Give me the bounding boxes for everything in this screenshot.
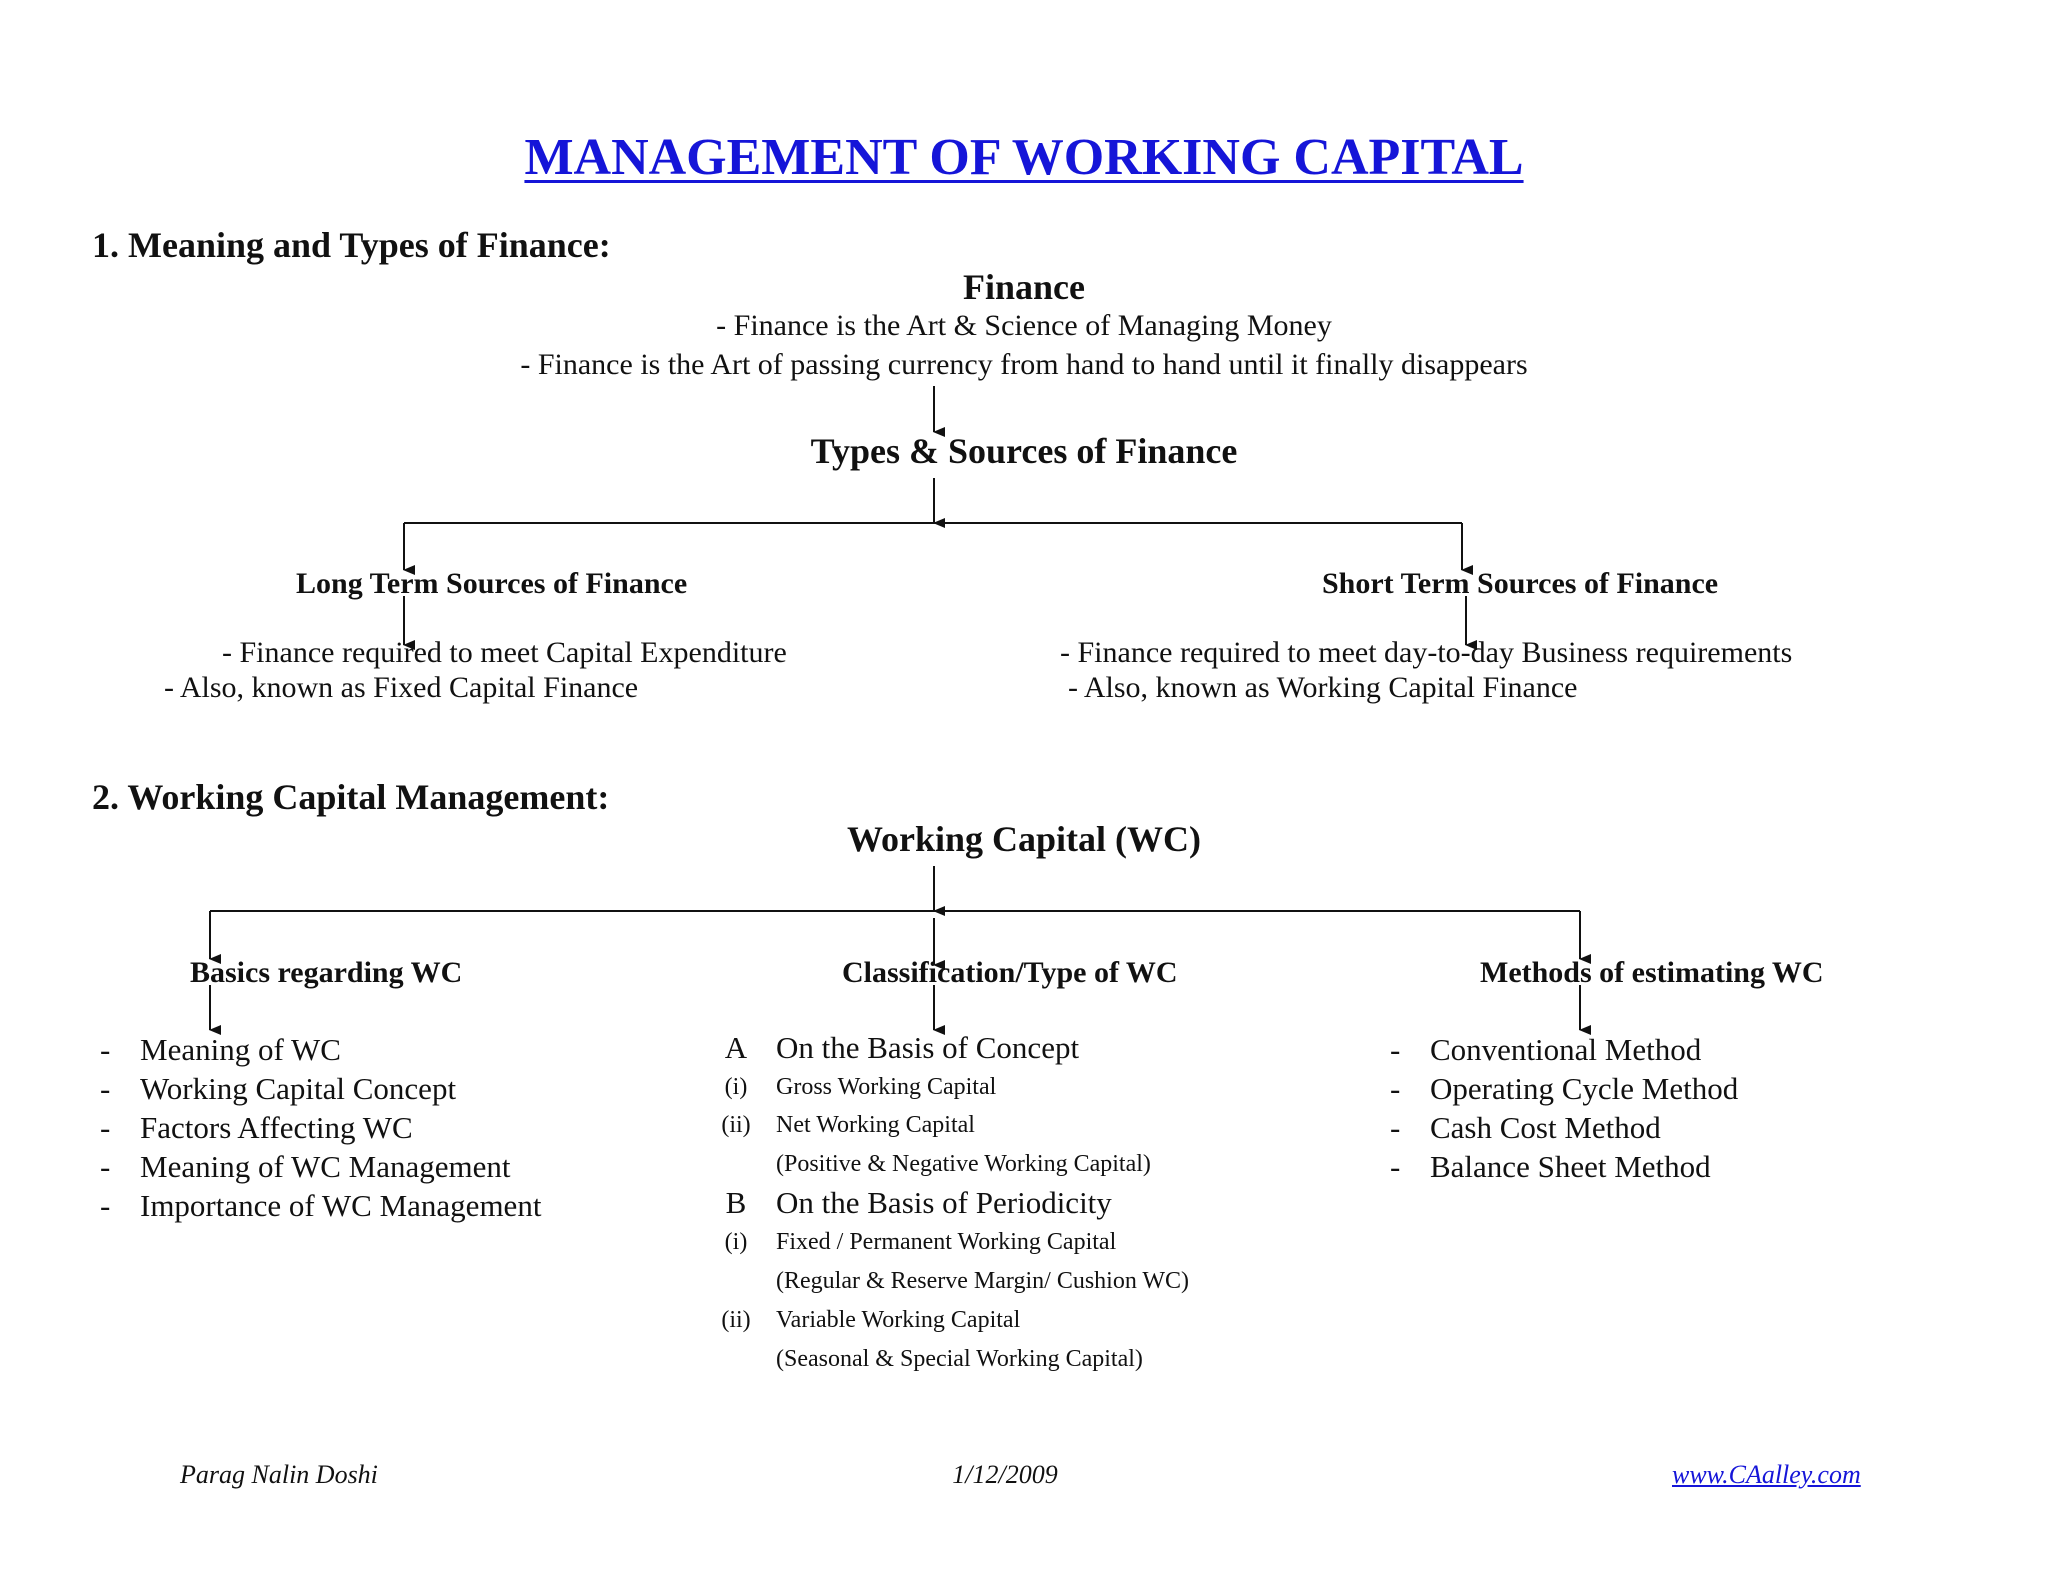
classification-row: (ii) Variable Working Capital [721, 1307, 1021, 1333]
list-item: -Cash Cost Method [1390, 1110, 1661, 1145]
classification-title: Classification/Type of WC [842, 956, 1178, 989]
section-2-heading: 2. Working Capital Management: [92, 777, 610, 817]
list-item: -Operating Cycle Method [1390, 1071, 1739, 1106]
finance-title: Finance [963, 267, 1085, 307]
list-item: -Meaning of WC Management [100, 1149, 511, 1184]
classification-list: A On the Basis of Concept (i) Gross Work… [708, 1030, 1268, 1390]
classification-row: (Regular & Reserve Margin/ Cushion WC) [776, 1268, 1190, 1294]
list-item: -Working Capital Concept [100, 1071, 457, 1106]
classification-row: (Positive & Negative Working Capital) [776, 1151, 1151, 1177]
classification-row: (ii) Net Working Capital [721, 1112, 975, 1138]
methods-list: -Conventional Method -Operating Cycle Me… [1390, 1030, 1870, 1186]
section-1-heading: 1. Meaning and Types of Finance: [92, 225, 611, 265]
classification-row: A On the Basis of Concept [724, 1030, 1080, 1065]
types-sources-title: Types & Sources of Finance [810, 431, 1238, 471]
short-term-line-1: - Finance required to meet day-to-day Bu… [1060, 636, 1793, 669]
list-item: -Factors Affecting WC [100, 1110, 413, 1145]
page-title: MANAGEMENT OF WORKING CAPITAL [524, 129, 1524, 186]
footer-website-link[interactable]: www.CAalley.com [1672, 1460, 1861, 1489]
methods-title: Methods of estimating WC [1480, 956, 1824, 989]
classification-row: B On the Basis of Periodicity [725, 1185, 1112, 1220]
list-item: -Importance of WC Management [100, 1188, 542, 1223]
footer-date: 1/12/2009 [952, 1460, 1058, 1489]
long-term-title: Long Term Sources of Finance [296, 567, 688, 600]
working-capital-title: Working Capital (WC) [846, 819, 1202, 859]
classification-row: (Seasonal & Special Working Capital) [776, 1346, 1143, 1372]
finance-definition-1: - Finance is the Art & Science of Managi… [716, 309, 1332, 342]
list-item: -Conventional Method [1390, 1032, 1702, 1067]
classification-row: (i) Gross Working Capital [724, 1074, 997, 1100]
list-item: -Balance Sheet Method [1390, 1149, 1711, 1184]
basics-list: -Meaning of WC -Working Capital Concept … [100, 1030, 620, 1225]
finance-definition-2: - Finance is the Art of passing currency… [520, 348, 1528, 381]
long-term-line-2: - Also, known as Fixed Capital Finance [164, 671, 639, 704]
footer-author: Parag Nalin Doshi [180, 1460, 378, 1489]
list-item: -Meaning of WC [100, 1032, 341, 1067]
short-term-title: Short Term Sources of Finance [1322, 567, 1719, 600]
short-term-line-2: - Also, known as Working Capital Finance [1068, 671, 1578, 704]
basics-title: Basics regarding WC [190, 956, 463, 989]
classification-row: (i) Fixed / Permanent Working Capital [724, 1229, 1117, 1255]
long-term-line-1: - Finance required to meet Capital Expen… [222, 636, 787, 669]
